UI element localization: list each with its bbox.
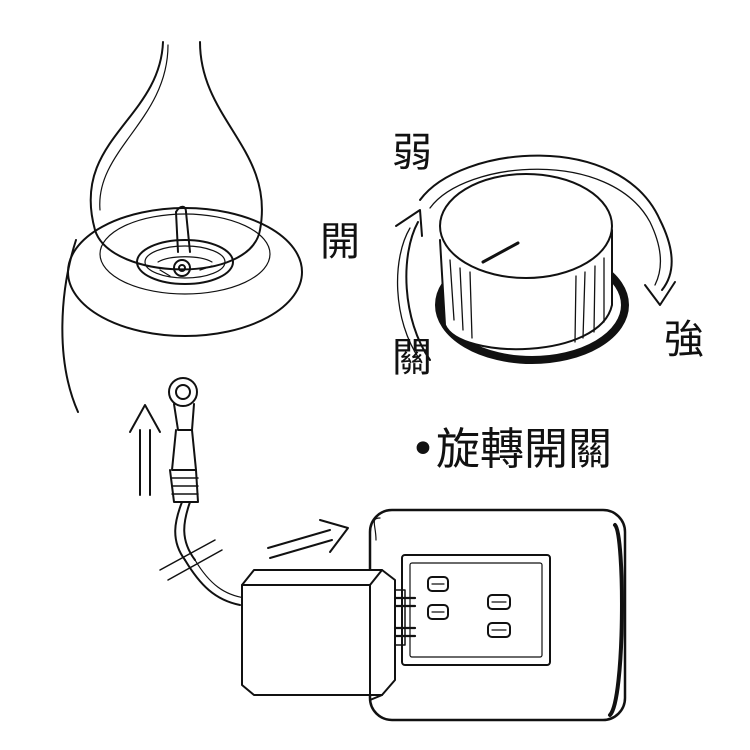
counterclockwise-arrowhead xyxy=(395,209,423,237)
lamp-base-plate xyxy=(67,207,303,337)
cord-break-mark xyxy=(159,539,223,581)
clockwise-arrowhead xyxy=(644,281,676,306)
socket-slot-top-left xyxy=(427,576,449,592)
power-adapter xyxy=(241,569,417,701)
socket-slot-top-right xyxy=(487,594,511,610)
dial-label-strong: 強 xyxy=(664,317,704,363)
plug-in-up-arrow xyxy=(129,404,161,496)
dc-plug xyxy=(168,377,199,561)
rotary-switch-caption: •旋轉開關 xyxy=(410,424,612,475)
plug-in-right-arrow xyxy=(267,519,349,559)
lamp-socket xyxy=(136,239,234,285)
socket-slot-bottom-right xyxy=(487,622,511,638)
adapter-cord xyxy=(184,559,241,606)
rotary-knob xyxy=(435,173,629,364)
rotation-arrows xyxy=(395,154,676,361)
knob-indicator xyxy=(481,241,520,264)
dial-label-on: 開 xyxy=(320,219,360,265)
dial-label-weak: 弱 xyxy=(392,130,432,176)
dial-label-off: 關 xyxy=(392,335,432,381)
lamp-bulb xyxy=(89,41,263,271)
lamp-cord xyxy=(61,239,79,413)
lamp-illustration xyxy=(61,41,303,413)
wall-outlet xyxy=(368,508,627,722)
socket-slot-bottom-left xyxy=(427,604,449,620)
